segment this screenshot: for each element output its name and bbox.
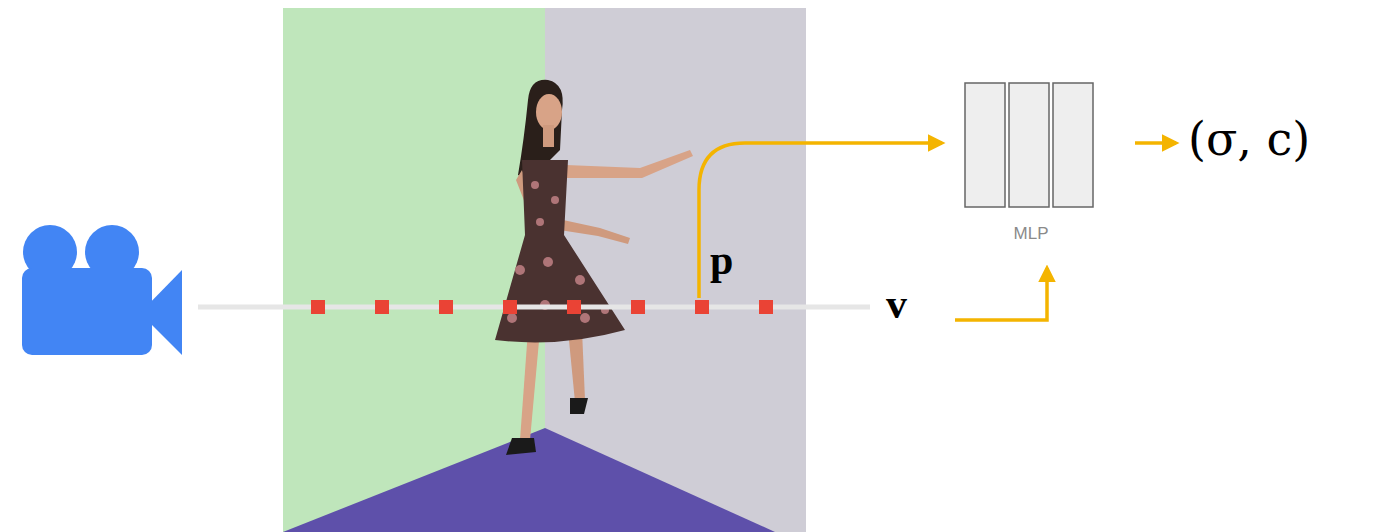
point-label: p [710, 236, 733, 284]
mlp-block: MLP [960, 80, 1102, 244]
camera-icon [22, 225, 182, 355]
direction-label: v [886, 280, 907, 328]
mlp-layers [960, 80, 1102, 210]
person-figure [495, 80, 693, 455]
output-arrow [1135, 141, 1176, 145]
point-input-arrow [699, 143, 942, 298]
floor [283, 428, 775, 532]
sample-points [311, 300, 773, 314]
output-label: (σ, c) [1188, 112, 1310, 166]
direction-input-arrow [955, 268, 1047, 320]
mlp-label: MLP [960, 224, 1102, 244]
